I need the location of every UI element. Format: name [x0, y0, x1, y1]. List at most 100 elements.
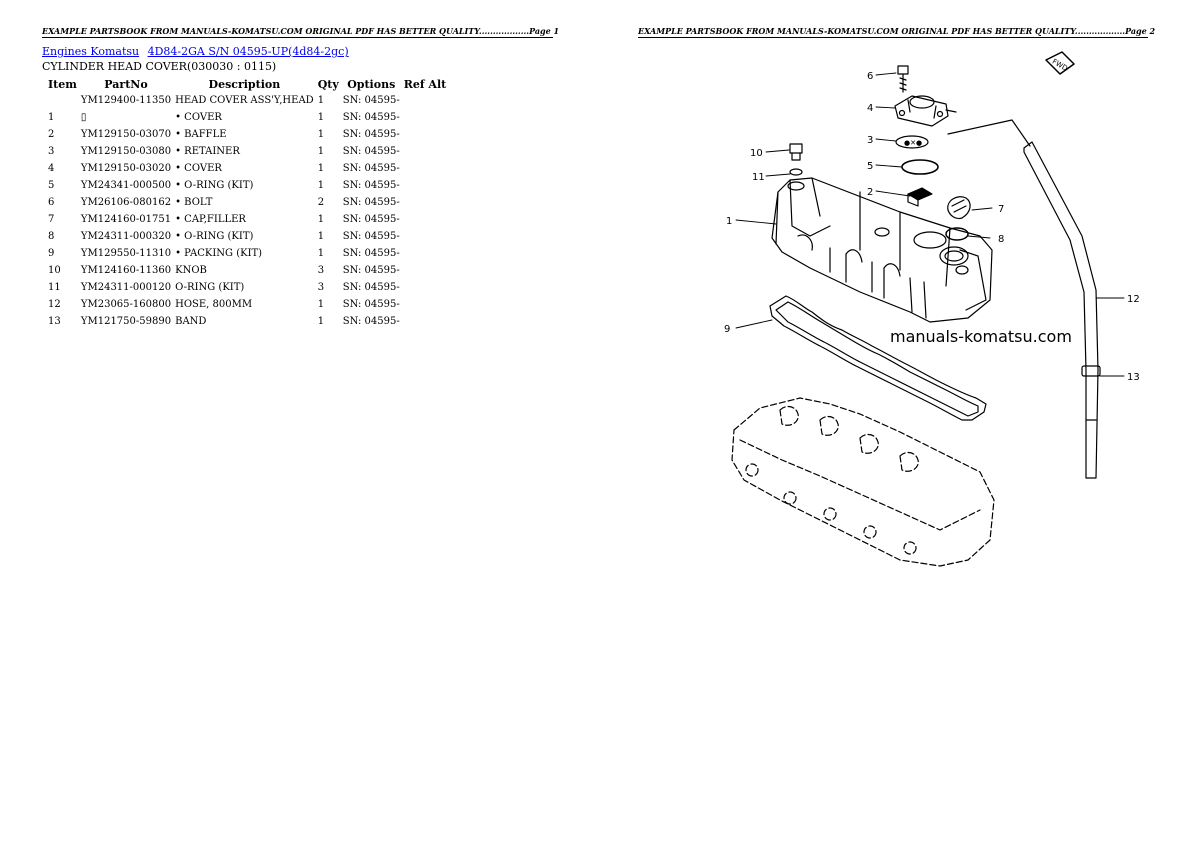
cell-partno: YM124160-01751	[80, 214, 172, 225]
column-header-options: Options	[347, 77, 396, 91]
cell-qty: 1	[317, 316, 325, 327]
breadcrumb-link-engines[interactable]: Engines Komatsu	[42, 45, 140, 58]
cell-item: 3	[48, 146, 55, 157]
cell-qty: 1	[317, 180, 325, 191]
svg-text:●✕●: ●✕●	[904, 139, 922, 147]
cell-description: • CAP,FILLER	[175, 214, 246, 225]
cell-item: 1	[48, 112, 55, 123]
breather-cover-part-icon	[894, 95, 957, 127]
cell-qty: 1	[317, 112, 325, 123]
cell-options: SN: 04595-	[342, 282, 400, 293]
cell-options: SN: 04595-	[342, 231, 400, 242]
gasket-part-icon	[769, 295, 987, 421]
cell-partno: YM24341-000500	[80, 180, 172, 191]
callout-3: 3	[867, 135, 873, 146]
callout-2: 2	[867, 187, 873, 198]
page-1-header: EXAMPLE PARTSBOOK FROM MANUALS-KOMATSU.C…	[42, 26, 560, 38]
column-header-partno: PartNo	[104, 77, 148, 91]
head-cover-part-icon	[771, 177, 993, 323]
cell-partno: YM121750-59890	[80, 316, 172, 327]
cell-qty: 2	[317, 197, 325, 208]
callout-8: 8	[998, 234, 1004, 245]
cell-description: • COVER	[175, 163, 222, 174]
cell-options: SN: 04595-	[342, 316, 400, 327]
cell-options: SN: 04595-	[342, 197, 400, 208]
callout-7: 7	[998, 204, 1004, 215]
cell-description: HOSE, 800MM	[175, 299, 253, 310]
cell-partno: YM129550-11310	[80, 248, 172, 259]
knob-part-icon	[789, 143, 803, 161]
callout-12: 12	[1127, 294, 1140, 305]
breadcrumb-link-model[interactable]: 4D84-2GA S/N 04595-UP(4d84-2gc)	[147, 45, 349, 58]
cell-description: • O-RING (KIT)	[175, 180, 254, 191]
cell-description: • BAFFLE	[175, 129, 227, 140]
filler-o-ring-part-icon	[945, 227, 969, 241]
cell-partno: YM24311-000120	[80, 282, 172, 293]
cell-description: • COVER	[175, 112, 222, 123]
cell-partno: YM124160-11360	[80, 265, 172, 276]
cell-item: 2	[48, 129, 55, 140]
table-row: 5 YM24341-000500• O-RING (KIT) 1 SN: 04595-	[46, 177, 448, 194]
cell-options: SN: 04595-	[342, 299, 400, 310]
cell-qty: 3	[317, 282, 325, 293]
section-title: CYLINDER HEAD COVER(030030 : 0115)	[42, 60, 277, 73]
cell-partno: YM129150-03080	[80, 146, 172, 157]
column-header-qty: Qty	[317, 77, 339, 91]
cell-partno: YM129400-11350	[80, 95, 172, 106]
baffle-part-icon	[907, 187, 933, 207]
cell-qty: 1	[317, 129, 325, 140]
cell-item: 9	[48, 248, 55, 259]
table-header-row: Item PartNo Description Qty Options Ref …	[46, 76, 448, 92]
watermark-text: manuals-komatsu.com	[890, 327, 1072, 346]
cylinder-head-outline	[731, 397, 995, 567]
cell-options: SN: 04595-	[342, 163, 400, 174]
callout-4: 4	[867, 103, 873, 114]
cell-partno: YM129150-03020	[80, 163, 172, 174]
cell-options: SN: 04595-	[342, 129, 400, 140]
callout-11: 11	[752, 172, 765, 183]
cell-qty: 1	[317, 248, 325, 259]
cell-qty: 1	[317, 214, 325, 225]
breadcrumb: Engines Komatsu 4D84-2GA S/N 04595-UP(4d…	[42, 45, 354, 58]
cell-item: 12	[48, 299, 61, 310]
cell-item: 8	[48, 231, 55, 242]
cell-partno: YM24311-000320	[80, 231, 172, 242]
cell-item: 4	[48, 163, 55, 174]
callout-13: 13	[1127, 372, 1140, 383]
cell-item: 11	[48, 282, 61, 293]
column-header-item: Item	[48, 77, 77, 91]
cell-qty: 1	[317, 95, 325, 106]
cell-options: SN: 04595-	[342, 265, 400, 276]
column-header-description: Description	[208, 77, 281, 91]
o-ring-part-icon	[901, 159, 939, 175]
cell-qty: 3	[317, 265, 325, 276]
cell-partno: ▯	[80, 112, 87, 123]
knob-o-ring-part-icon	[789, 168, 803, 176]
cell-options: SN: 04595-	[342, 214, 400, 225]
cell-options: SN: 04595-	[342, 146, 400, 157]
filler-cap-part-icon	[947, 196, 971, 220]
callout-9: 9	[724, 324, 730, 335]
callout-10: 10	[750, 148, 763, 159]
cell-description: • BOLT	[175, 197, 213, 208]
hose-part-icon	[947, 119, 1099, 479]
cell-item: 13	[48, 316, 61, 327]
cell-description: KNOB	[175, 265, 207, 276]
cell-item: 5	[48, 180, 55, 191]
cell-item: 7	[48, 214, 55, 225]
cell-description: • PACKING (KIT)	[175, 248, 263, 259]
cell-options: SN: 04595-	[342, 180, 400, 191]
cell-qty: 1	[317, 146, 325, 157]
cell-description: O-RING (KIT)	[175, 282, 245, 293]
